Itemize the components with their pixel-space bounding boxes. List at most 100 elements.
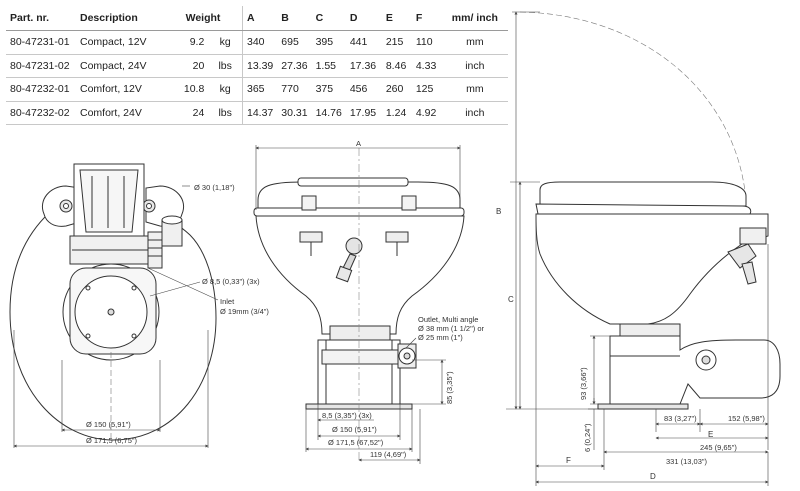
lid-swing-arc xyxy=(519,11,747,201)
side-dim-83: 83 (3,27") xyxy=(664,414,697,423)
top-inlet-label-1: Inlet xyxy=(220,297,235,306)
cell-a: 14.37 xyxy=(242,101,278,125)
side-label-e: E xyxy=(708,430,713,439)
cell-weight-unit: kg xyxy=(208,30,244,55)
cell-part: 80-47232-02 xyxy=(6,101,76,125)
cell-f: 4.92 xyxy=(411,101,442,125)
table-row: 80-47232-02 Comfort, 24V 24 lbs 14.37 30… xyxy=(6,101,508,125)
cell-description: Compact, 24V xyxy=(76,54,164,78)
cell-b: 27.36 xyxy=(277,54,312,78)
cell-f: 4.33 xyxy=(411,54,442,78)
cell-weight: 10.8 xyxy=(164,77,209,102)
cell-e: 1.24 xyxy=(381,101,412,125)
cell-f: 110 xyxy=(411,30,442,55)
cell-a: 13.39 xyxy=(242,54,278,78)
cell-unit: inch xyxy=(441,101,508,125)
top-dim-bolt-holes: Ø 8,5 (0,33") (3x) xyxy=(202,277,260,286)
side-label-f: F xyxy=(566,456,571,465)
top-view-dimensions xyxy=(13,185,219,448)
cell-e: 260 xyxy=(381,77,412,102)
cell-part: 80-47231-02 xyxy=(6,54,76,78)
front-pump xyxy=(305,325,417,410)
header-c: C xyxy=(311,6,346,31)
side-view xyxy=(519,11,781,410)
cell-description: Comfort, 12V xyxy=(76,77,164,102)
front-outlet-label-1: Outlet, Multi angle xyxy=(418,315,478,324)
header-weight: Weight xyxy=(164,6,243,31)
side-bowl xyxy=(535,213,769,325)
front-label-a: A xyxy=(356,139,361,148)
side-dim-93: 93 (3,66") xyxy=(579,367,588,400)
header-b: B xyxy=(277,6,312,31)
side-pump xyxy=(597,323,781,410)
spec-table: Part. nr. Description Weight A B C D E F… xyxy=(6,6,508,125)
table-header-row: Part. nr. Description Weight A B C D E F… xyxy=(6,6,508,31)
side-view-dimensions xyxy=(506,11,769,486)
top-dim-base-150: Ø 150 (5,91") xyxy=(86,420,131,429)
cell-part: 80-47232-01 xyxy=(6,77,76,102)
header-description: Description xyxy=(76,6,164,31)
table-row: 80-47231-02 Compact, 24V 20 lbs 13.39 27… xyxy=(6,54,508,78)
side-lid xyxy=(535,181,752,215)
top-inlet-label-2: Ø 19mm (3/4") xyxy=(220,307,269,316)
cell-e: 215 xyxy=(381,30,412,55)
front-dim-150: Ø 150 (5,91") xyxy=(332,425,377,434)
front-view xyxy=(253,148,465,460)
front-outlet-label-3: Ø 25 mm (1") xyxy=(418,333,463,342)
header-d: D xyxy=(345,6,382,31)
cell-c: 395 xyxy=(311,30,346,55)
pump-housing xyxy=(69,163,163,269)
side-dim-331: 331 (13,03") xyxy=(666,457,708,466)
cell-d: 456 xyxy=(345,77,382,102)
header-unit: mm/ inch xyxy=(441,6,508,31)
cell-f: 125 xyxy=(411,77,442,102)
cell-description: Comfort, 24V xyxy=(76,101,164,125)
front-dim-holes: 8,5 (3,35") (3x) xyxy=(322,411,372,420)
header-a: A xyxy=(242,6,278,31)
cell-d: 17.36 xyxy=(345,54,382,78)
cell-d: 17.95 xyxy=(345,101,382,125)
cell-unit: mm xyxy=(441,77,508,102)
cell-e: 8.46 xyxy=(381,54,412,78)
side-label-c: C xyxy=(508,295,514,304)
front-outlet-label-2: Ø 38 mm (1 1/2") or xyxy=(418,324,485,333)
front-dim-height-85: 85 (3,35") xyxy=(445,371,454,404)
cell-weight-unit: kg xyxy=(208,77,244,102)
front-view-dimensions xyxy=(255,145,461,464)
cell-weight-unit: lbs xyxy=(208,54,244,78)
header-f: F xyxy=(411,6,442,31)
cell-c: 375 xyxy=(311,77,346,102)
cell-c: 14.76 xyxy=(311,101,346,125)
side-label-b: B xyxy=(496,207,501,216)
cell-a: 365 xyxy=(242,77,278,102)
header-part: Part. nr. xyxy=(6,6,76,31)
side-dim-152: 152 (5,98") xyxy=(728,414,765,423)
table-row: 80-47231-01 Compact, 12V 9.2 kg 340 695 … xyxy=(6,30,508,55)
cell-a: 340 xyxy=(242,30,278,55)
cell-unit: inch xyxy=(441,54,508,78)
front-dim-171: Ø 171,5 (67,52") xyxy=(328,438,384,447)
side-dim-245: 245 (9,65") xyxy=(700,443,737,452)
cell-b: 695 xyxy=(277,30,312,55)
cell-d: 441 xyxy=(345,30,382,55)
outlet-pipe xyxy=(161,215,183,247)
front-bowl xyxy=(255,215,465,335)
top-view xyxy=(9,163,217,441)
table-row: 80-47232-01 Comfort, 12V 10.8 kg 365 770… xyxy=(6,77,508,102)
cell-b: 770 xyxy=(277,77,312,102)
side-label-d: D xyxy=(650,472,656,481)
cell-weight: 9.2 xyxy=(164,30,209,55)
side-dim-6: 6 (0,24") xyxy=(583,423,592,452)
cell-b: 30.31 xyxy=(277,101,312,125)
cell-part: 80-47231-01 xyxy=(6,30,76,55)
cell-weight: 20 xyxy=(164,54,209,78)
cell-weight: 24 xyxy=(164,101,209,125)
cell-weight-unit: lbs xyxy=(208,101,244,125)
cell-unit: mm xyxy=(441,30,508,55)
cell-c: 1.55 xyxy=(311,54,346,78)
front-dim-119: 119 (4,69") xyxy=(370,450,407,459)
top-dim-outlet-diameter: Ø 30 (1,18") xyxy=(194,183,235,192)
motor-base xyxy=(62,263,160,361)
header-e: E xyxy=(381,6,412,31)
